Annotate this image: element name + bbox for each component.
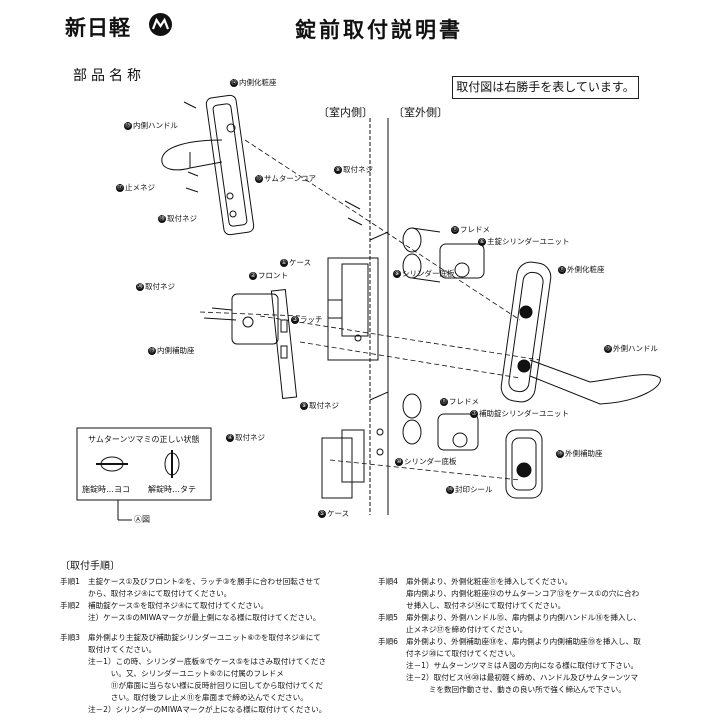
aux-case xyxy=(321,437,353,499)
main-cylinder-escutcheon-ring xyxy=(402,227,422,253)
outer-handle xyxy=(529,359,661,405)
inner-handle xyxy=(161,139,223,171)
orientation-note: 取付図は右勝手を表しています。 xyxy=(452,76,639,99)
inset-caption: Ⓐ図 xyxy=(134,515,150,524)
front-plate xyxy=(270,289,298,399)
aux-cylinder xyxy=(437,413,479,451)
page-title: 錠前取付説明書 xyxy=(295,18,463,42)
indoor-side-label: 〔室内側〕 xyxy=(318,106,373,119)
outdoor-side-label: 〔室外側〕 xyxy=(393,106,448,119)
lock-case xyxy=(327,257,379,361)
outer-aux-plate xyxy=(505,429,543,499)
parts-heading: 部品名称 xyxy=(73,68,145,84)
inset-title: サムターンツマミの正しい状態 xyxy=(88,435,200,444)
procedure-heading: 〔取付手順〕 xyxy=(60,561,120,572)
brand-name: 新日軽 xyxy=(65,16,131,40)
inner-escutcheon xyxy=(205,94,255,236)
outer-escutcheon xyxy=(500,261,552,403)
inset-unlocked-label: 解錠時…タテ xyxy=(148,485,196,494)
brand-logo xyxy=(148,12,173,37)
inset-locked-label: 施錠時…ヨコ xyxy=(82,485,130,494)
main-cylinder xyxy=(439,243,485,279)
exploded-diagram xyxy=(76,94,661,521)
inset-box xyxy=(76,427,212,501)
inner-aux-plate xyxy=(231,293,279,345)
